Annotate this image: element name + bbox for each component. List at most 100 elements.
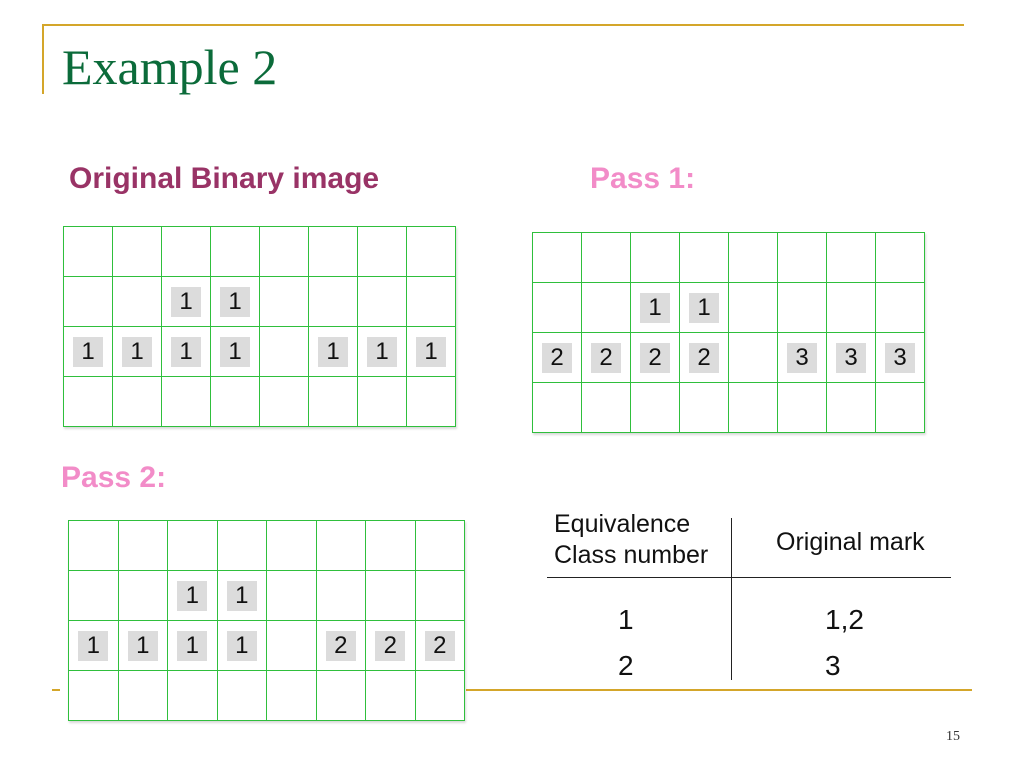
grid-cell: 2 [316, 621, 366, 671]
grid-cell [415, 521, 465, 571]
grid-cell [582, 383, 631, 433]
grid-cell-label: 1 [78, 630, 109, 661]
grid-cell: 2 [366, 621, 416, 671]
grid-cell: 1 [631, 283, 680, 333]
grid-cell-label: 1 [122, 336, 152, 367]
grid-cell [260, 227, 309, 277]
grid-cell [729, 333, 778, 383]
grid-cell [415, 571, 465, 621]
grid-cell: 2 [582, 333, 631, 383]
grid-cell [113, 227, 162, 277]
grid-cell [358, 277, 407, 327]
grid-cell-label: 3 [885, 342, 915, 373]
grid-cell-label: 1 [171, 336, 201, 367]
grid-cell [876, 383, 925, 433]
grid-cell: 1 [168, 621, 218, 671]
grid-cell-label: 1 [226, 580, 257, 611]
label-pass-2: Pass 2: [61, 461, 167, 494]
grid-cell [778, 233, 827, 283]
grid-cell [631, 233, 680, 283]
grid-cell [407, 227, 456, 277]
grid-cell: 2 [631, 333, 680, 383]
grid-cell-label: 2 [591, 342, 621, 373]
grid-cell [267, 571, 317, 621]
grid-cell [533, 233, 582, 283]
grid-cell [267, 671, 317, 721]
frame-bottom-line-left [52, 689, 60, 691]
grid-cell [309, 227, 358, 277]
grid-cell: 1 [113, 327, 162, 377]
grid-cell: 1 [407, 327, 456, 377]
grid-cell [217, 671, 267, 721]
frame-left-line [42, 24, 44, 94]
grid-cell [316, 571, 366, 621]
eq-row-2-mark: 3 [825, 650, 841, 681]
grid-cell [366, 521, 416, 571]
grid-cell: 1 [69, 621, 119, 671]
frame-top-line [42, 24, 964, 26]
grid-cell-label: 1 [689, 292, 719, 323]
grid-cell: 2 [680, 333, 729, 383]
grid-cell: 1 [118, 621, 168, 671]
grid-cell [631, 383, 680, 433]
grid-cell [162, 377, 211, 427]
grid-cell [582, 283, 631, 333]
label-pass-1: Pass 1: [590, 162, 696, 195]
eq-row-1-mark: 1,2 [825, 604, 864, 635]
grid-cell [366, 571, 416, 621]
label-original-binary-image: Original Binary image [69, 162, 380, 195]
grid-cell: 3 [778, 333, 827, 383]
grid-cell [827, 233, 876, 283]
grid-cell-label: 1 [318, 336, 348, 367]
grid-cell-label: 2 [542, 342, 572, 373]
grid-cell [118, 671, 168, 721]
grid-cell-label: 2 [640, 342, 670, 373]
grid-cell [729, 383, 778, 433]
eq-header-class-number: Equivalence Class number [554, 509, 734, 572]
grid-cell [415, 671, 465, 721]
grid-cell [533, 283, 582, 333]
slide-title: Example 2 [62, 39, 278, 95]
grid-cell-label: 1 [220, 286, 250, 317]
grid-cell-label: 2 [424, 630, 455, 661]
grid-cell: 2 [533, 333, 582, 383]
grid-cell [309, 277, 358, 327]
grid-cell [113, 277, 162, 327]
grid-cell-label: 1 [171, 286, 201, 317]
grid-cell [113, 377, 162, 427]
eq-table-header-divider [547, 577, 951, 578]
grid-cell [69, 671, 119, 721]
grid-cell [729, 283, 778, 333]
grid-cell [217, 521, 267, 571]
page-number: 15 [946, 729, 960, 744]
grid-cell-label: 1 [177, 630, 208, 661]
grid-cell [69, 571, 119, 621]
grid-cell [316, 521, 366, 571]
grid-cell [358, 377, 407, 427]
grid-cell [876, 283, 925, 333]
grid-cell-label: 1 [177, 580, 208, 611]
grid-cell [267, 621, 317, 671]
grid-cell: 1 [162, 277, 211, 327]
grid-cell: 1 [168, 571, 218, 621]
grid-cell-label: 1 [220, 336, 250, 367]
grid-cell-label: 1 [416, 336, 446, 367]
grid-cell [64, 277, 113, 327]
grid-cell [533, 383, 582, 433]
grid-cell [316, 671, 366, 721]
grid-cell-label: 2 [325, 630, 356, 661]
grid-cell-label: 1 [226, 630, 257, 661]
eq-header-class-number-line2: Class number [554, 541, 709, 570]
grid-cell [778, 383, 827, 433]
grid-cell [162, 227, 211, 277]
frame-bottom-line-right [466, 689, 972, 691]
grid-cell-label: 1 [73, 336, 103, 367]
grid-cell [680, 383, 729, 433]
grid-cell: 3 [827, 333, 876, 383]
grid-cell-label: 2 [689, 342, 719, 373]
grid-cell [827, 383, 876, 433]
grid-cell [168, 671, 218, 721]
grid-cell: 1 [64, 327, 113, 377]
